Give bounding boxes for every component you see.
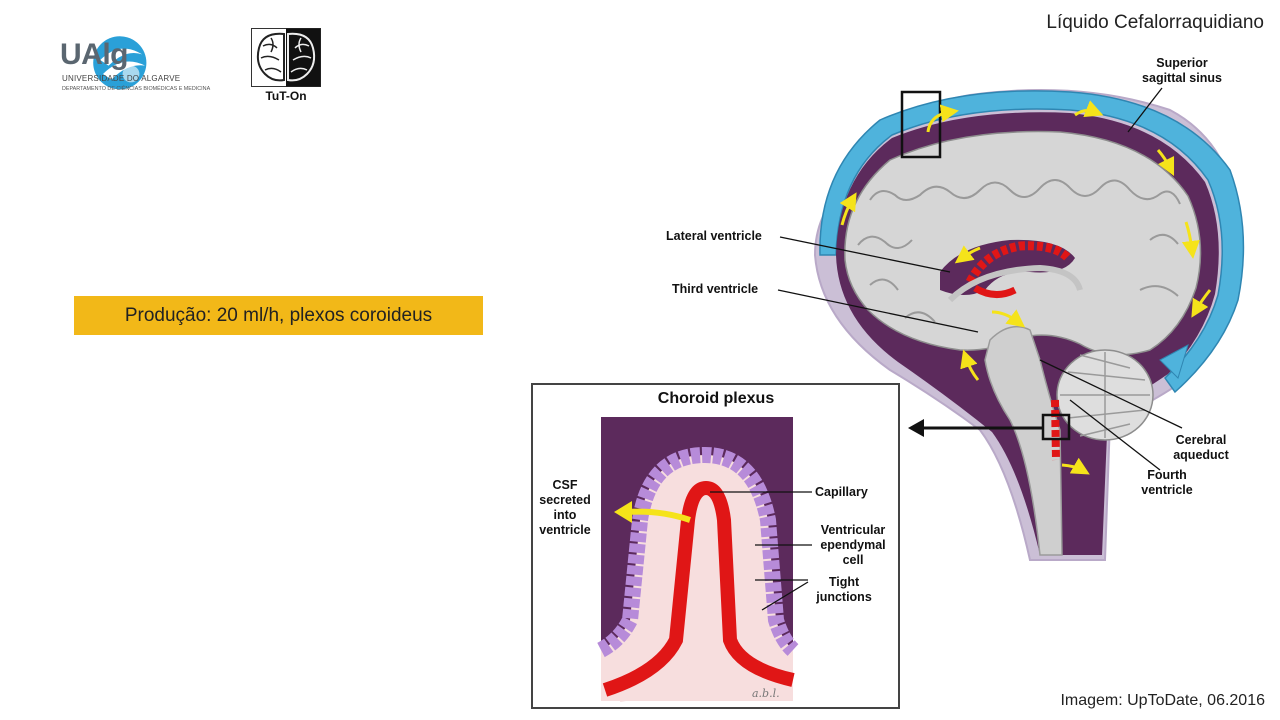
- slide-title: Líquido Cefalorraquidiano: [1046, 12, 1264, 33]
- label-line: secreted: [539, 493, 591, 507]
- ualg-wave-icon: [93, 36, 147, 90]
- cerebellum-shape: [1056, 349, 1154, 441]
- label-cerebral-aqueduct: Cerebral aqueduct: [1164, 433, 1238, 463]
- csf-flow-arrows: [839, 100, 1212, 475]
- label-ventricular-ependymal-cell: Ventricular ependymal cell: [810, 523, 896, 568]
- capillary-shape: [602, 480, 795, 697]
- label-line: Superior: [1156, 56, 1208, 70]
- label-superior-sagittal-sinus: Superior sagittal sinus: [1122, 56, 1242, 86]
- label-line: into: [553, 508, 577, 522]
- label-tight-junctions: Tight junctions: [806, 575, 882, 605]
- label-lateral-ventricle: Lateral ventricle: [666, 229, 762, 243]
- label-line: Tight: [828, 575, 860, 589]
- artist-signature: a.b.l.: [752, 687, 780, 700]
- label-line: ventricle: [539, 523, 591, 537]
- label-fourth-ventricle: Fourth ventricle: [1130, 468, 1204, 498]
- tut-on-brain-logo: [251, 28, 321, 87]
- label-line: sagittal sinus: [1142, 71, 1222, 85]
- ualg-name: UAlg: [60, 38, 129, 71]
- label-third-ventricle: Third ventricle: [672, 282, 759, 296]
- brainstem-shape: [984, 325, 1063, 556]
- tut-on-label: TuT-On: [265, 89, 307, 103]
- ependymal-cells-shape: [597, 446, 799, 658]
- label-line: ventricle: [1141, 483, 1193, 497]
- ualg-subtitle: UNIVERSIDADE DO ALGARVE: [62, 74, 181, 83]
- label-line: cell: [842, 553, 864, 567]
- label-line: Fourth: [1147, 468, 1187, 482]
- choroid-plexus-inset: [531, 383, 900, 709]
- label-line: CSF: [552, 478, 578, 492]
- label-csf-secreted: CSF secreted into ventricle: [532, 478, 598, 538]
- image-credit: Imagem: UpToDate, 06.2016: [1060, 692, 1265, 709]
- superior-sagittal-sinus-shape: [819, 90, 1245, 394]
- ualg-department: DEPARTAMENTO DE CIÊNCIAS BIOMÉDICAS E ME…: [62, 86, 211, 92]
- label-capillary: Capillary: [815, 485, 868, 499]
- label-line: junctions: [816, 590, 872, 604]
- arachnoid-granulation-box: [900, 90, 942, 159]
- label-line: aqueduct: [1173, 448, 1229, 462]
- production-text: Produção: 20 ml/h, plexos coroideus: [124, 304, 433, 326]
- label-line: ependymal: [820, 538, 886, 552]
- head-section: [777, 87, 1245, 561]
- label-line: Ventricular: [820, 523, 886, 537]
- label-line: Cerebral: [1175, 433, 1227, 447]
- production-highlight: Produção: 20 ml/h, plexos coroideus: [74, 296, 483, 335]
- inset-title: Choroid plexus: [657, 390, 775, 407]
